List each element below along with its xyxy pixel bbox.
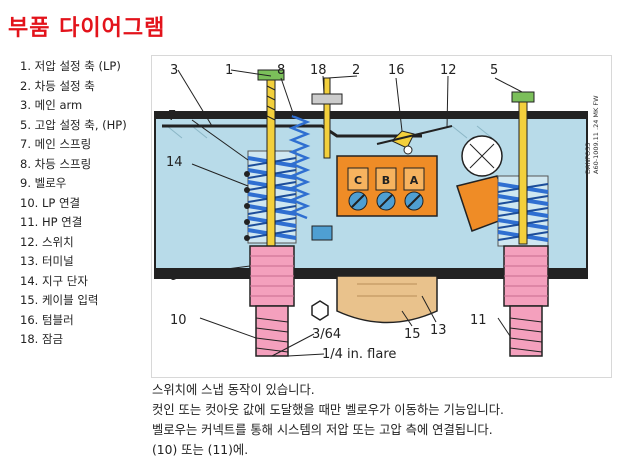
- callout-18: 18: [310, 63, 327, 78]
- description-line: 스위치에 스냅 동작이 있습니다.: [152, 383, 315, 397]
- legend-item: 3. 메인 arm: [20, 98, 83, 112]
- terminal-letter-a: A: [410, 174, 419, 187]
- pressure-switch-diagram: C B A: [151, 55, 612, 378]
- earth-terminal: [311, 225, 333, 241]
- callout-14: 14: [166, 155, 183, 170]
- page-title: 부품 다이어그램: [8, 16, 166, 41]
- description: 스위치에 스냅 동작이 있습니다. 컷인 또는 컷아웃 값에 도달했을 때만 벨…: [152, 380, 504, 460]
- parts-legend: 1. 저압 설정 축 (LP) 2. 차등 설정 축 3. 메인 arm 5. …: [20, 57, 127, 350]
- spindle-thread: [266, 85, 276, 121]
- callout-8: 8: [277, 63, 285, 78]
- tumbler: [391, 130, 415, 149]
- hp-setting-spindle: [518, 93, 528, 245]
- switch-contact-arm: [376, 125, 453, 145]
- differential-spindle: [323, 77, 331, 159]
- differential-spring: [288, 114, 311, 220]
- lp-setting-spindle: [266, 75, 276, 247]
- callout-10: 10: [170, 313, 187, 328]
- brand-code: A60-1009.11 .24 MK FW: [592, 95, 600, 174]
- hatch-lines: [166, 125, 493, 139]
- hex-nut-icon: [311, 300, 329, 321]
- callout-11: 11: [470, 313, 487, 328]
- lp-bellows: [249, 245, 295, 307]
- callout-5: 5: [490, 63, 498, 78]
- terminal-letter-c: C: [354, 174, 362, 187]
- callout-7: 7: [168, 109, 176, 124]
- legend-item: 16. 텀블러: [20, 312, 74, 327]
- legend-item: 5. 고압 설정 축, (HP): [20, 117, 127, 132]
- hp-spindle-cap: [511, 91, 535, 103]
- callout-3: 3: [170, 63, 178, 78]
- legend-item: 10. LP 연결: [20, 195, 81, 210]
- callout-2: 2: [352, 63, 360, 78]
- callout-1: 1: [225, 63, 233, 78]
- housing-base: [155, 268, 587, 278]
- legend-item: 14. 지구 단자: [20, 273, 88, 288]
- housing-top-rim: [155, 112, 587, 119]
- terminals: [348, 191, 424, 211]
- legend-item: 7. 메인 스프링: [20, 137, 92, 151]
- description-line: 벨로우는 커넥트를 통해 시스템의 저압 또는 고압 측에 연결됩니다.: [152, 423, 493, 437]
- legend-item: 8. 차등 스프링: [20, 156, 92, 171]
- hp-bellows: [503, 245, 549, 307]
- lp-connector: [255, 305, 289, 357]
- contact-point: [403, 145, 413, 155]
- lock-plate: [311, 93, 343, 105]
- hp-connector: [509, 305, 543, 357]
- spring-coil-dots: [244, 171, 250, 241]
- legend-item: 12. 스위치: [20, 234, 74, 249]
- legend-item: 15. 케이블 입력: [20, 293, 99, 307]
- legend-item: 11. HP 연결: [20, 215, 83, 229]
- callout-16: 16: [388, 63, 405, 78]
- callout-15: 15: [404, 327, 421, 342]
- callout-leaders: [177, 69, 523, 357]
- flare-label: 1/4 in. flare: [322, 347, 396, 362]
- callout-12: 12: [440, 63, 457, 78]
- callout-13: 13: [430, 323, 447, 338]
- legend-item: 13. 터미널: [20, 254, 74, 268]
- legend-item: 1. 저압 설정 축 (LP): [20, 59, 121, 73]
- legend-item: 9. 벨로우: [20, 176, 67, 190]
- brand-label: DANFOSS: [584, 143, 592, 174]
- diagram-svg: C B A: [154, 63, 600, 362]
- legend-item: 18. 잠금: [20, 332, 64, 346]
- legend-item: 2. 차등 설정 축: [20, 78, 95, 93]
- description-line: (10) 또는 (11)에.: [152, 443, 249, 457]
- description-line: 컷인 또는 컷아웃 값에 도달했을 때만 벨로우가 이동하는 기능입니다.: [152, 403, 504, 417]
- callout-9: 9: [170, 269, 178, 284]
- cable-entry-lines: [357, 283, 417, 297]
- terminal-letter-b: B: [382, 174, 390, 187]
- thread-size-label: 3/64: [312, 327, 341, 342]
- lp-spindle-cap: [257, 69, 285, 81]
- cable-entry: [336, 275, 438, 324]
